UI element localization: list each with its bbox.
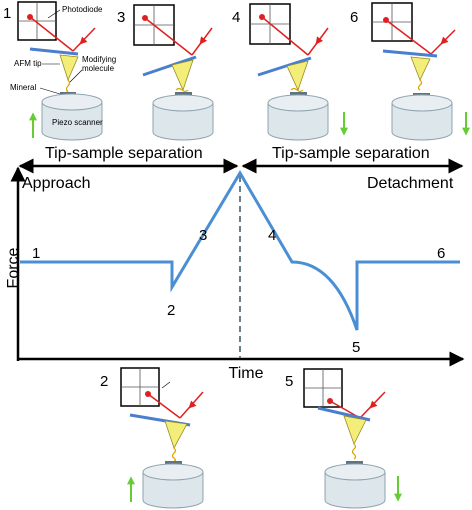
piezo-scanner-label: Piezo scanner [52,118,103,127]
photodiode-icon [120,367,160,407]
piezo-scanner-icon [267,94,329,141]
modifying-molecule-icon [417,79,423,91]
photodiode-leader [47,9,61,19]
afm-tip-icon [59,54,79,82]
piezo-scanner-icon [391,94,453,141]
modifying-molecule-icon [175,87,189,93]
curve-point-label-5: 5 [352,339,360,356]
modifying-molecule-icon [171,447,177,462]
panel-3: 3 [117,4,214,141]
panel-2: 2 [100,367,204,509]
mineral-label: Mineral [10,83,36,92]
photodiode-icon [17,1,57,41]
curve-point-label-3: 3 [199,227,207,244]
modifying-molecule-label-1: Modifying [82,55,116,64]
force-curve [20,170,460,331]
afm-tip-icon [164,420,188,450]
modifying-molecule-icon [65,79,71,93]
afm-tip-label: AFM tip [14,59,42,68]
panel-number: 5 [285,373,293,390]
panel-5: 5 [285,368,402,509]
panel-number: 2 [100,373,108,390]
modifying-molecule-label-2: molecule [82,64,115,73]
afm-tip-icon [286,60,309,92]
separation-label-left: Tip-sample separation [45,145,203,162]
panel-number: 3 [117,9,125,26]
laser-beam [259,14,329,56]
graph-frame [10,158,465,367]
force-axis-label: Force [5,247,22,288]
curve-point-label-2: 2 [167,302,175,319]
modifying-molecule-icon [351,443,357,460]
panel-number: 1 [3,5,11,22]
panel-4: 4 [232,3,348,141]
curve-point-label-4: 4 [268,227,276,244]
afm-tip-icon [343,415,367,446]
photodiode-leader [161,381,171,389]
laser-beam [145,391,204,419]
laser-beam [27,14,96,52]
laser-beam [142,15,213,56]
separation-label-right: Tip-sample separation [272,145,430,162]
modifying-molecule-leader [69,69,83,83]
afm-tip-icon [410,56,431,82]
approach-label: Approach [22,175,91,192]
cantilever [142,55,197,77]
modifying-molecule-icon [290,87,304,93]
time-axis-label: Time [229,365,264,382]
afm-tip-icon [171,59,194,92]
curve-point-label-6: 6 [437,245,445,262]
cantilever [382,49,438,58]
piezo-scanner-icon [324,463,386,509]
photodiode-label: Photodiode [62,5,103,14]
cantilever [29,47,79,56]
laser-beam [383,17,456,55]
panel-number: 4 [232,9,240,26]
detachment-label: Detachment [367,175,454,192]
photodiode-icon [303,368,343,408]
panel-number: 6 [350,9,358,26]
mineral-leader [39,87,61,95]
piezo-scanner-icon [142,463,204,509]
cantilever [317,406,371,422]
curve-point-label-1: 1 [32,245,40,262]
piezo-scanner-icon [41,93,103,141]
panel-1: 1 Photodiode AFM tip Modifying molecule … [3,1,116,141]
cantilever [257,56,312,77]
piezo-scanner-icon [152,94,214,141]
panel-6: 6 [350,2,470,141]
